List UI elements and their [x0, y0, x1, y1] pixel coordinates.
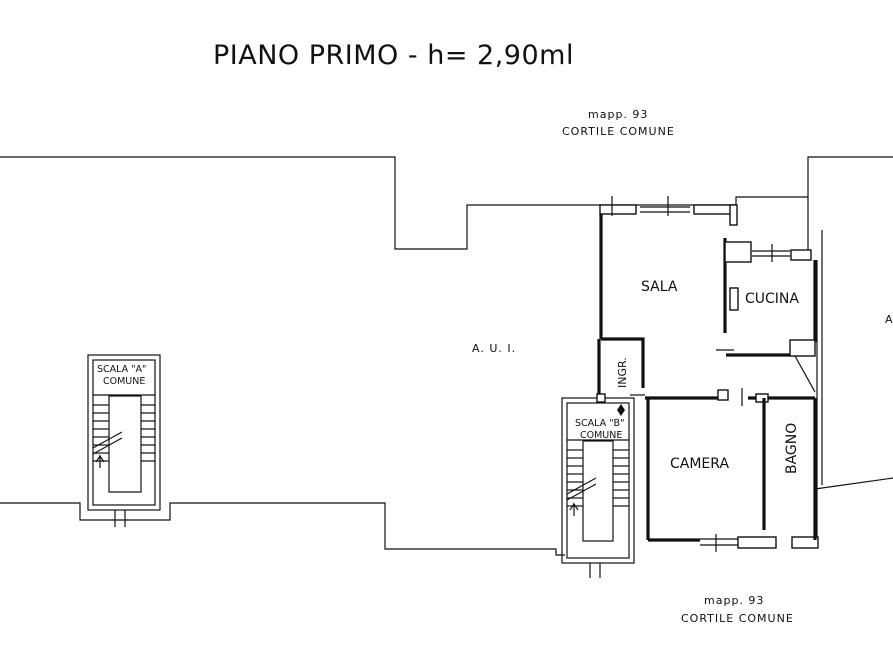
room-label-ingr: INGR. [616, 357, 629, 388]
top-mapp-label: mapp. 93 [588, 108, 648, 121]
room-label-cucina: CUCINA [745, 291, 799, 307]
wall-pier [724, 241, 752, 263]
aui-label-right: A [885, 313, 893, 326]
aui-label-left: A. U. I. [472, 342, 516, 355]
room-label-bagno: BAGNO [784, 423, 800, 474]
wall-pier [755, 393, 769, 403]
bottom-cortile-label: CORTILE COMUNE [681, 612, 794, 625]
wall-pier [729, 204, 738, 226]
entrance-arrow-icon [617, 404, 625, 416]
wall-pier [717, 389, 729, 401]
window-block [737, 536, 777, 549]
plan-title: PIANO PRIMO - h= 2,90ml [213, 40, 574, 71]
scala-a-label-line2: COMUNE [103, 376, 145, 387]
wall-pier [729, 287, 739, 311]
wall-pier [789, 339, 816, 357]
room-label-sala: SALA [641, 279, 678, 295]
bottom-mapp-label: mapp. 93 [704, 594, 764, 607]
window-block [790, 249, 812, 261]
window-block [791, 536, 819, 549]
staircase-b: SCALA "B" COMUNE [561, 393, 635, 578]
scala-a-label-line1: SCALA "A" [97, 364, 146, 375]
scala-b-label-line2: COMUNE [580, 430, 622, 441]
staircase-a: SCALA "A" COMUNE [87, 354, 161, 527]
room-label-camera: CAMERA [670, 456, 729, 472]
scala-b-label-line1: SCALA "B" [575, 418, 624, 429]
entrance-marker [596, 393, 606, 403]
top-cortile-label: CORTILE COMUNE [562, 125, 675, 138]
window-block [599, 204, 637, 215]
apartment-walls [597, 196, 823, 552]
